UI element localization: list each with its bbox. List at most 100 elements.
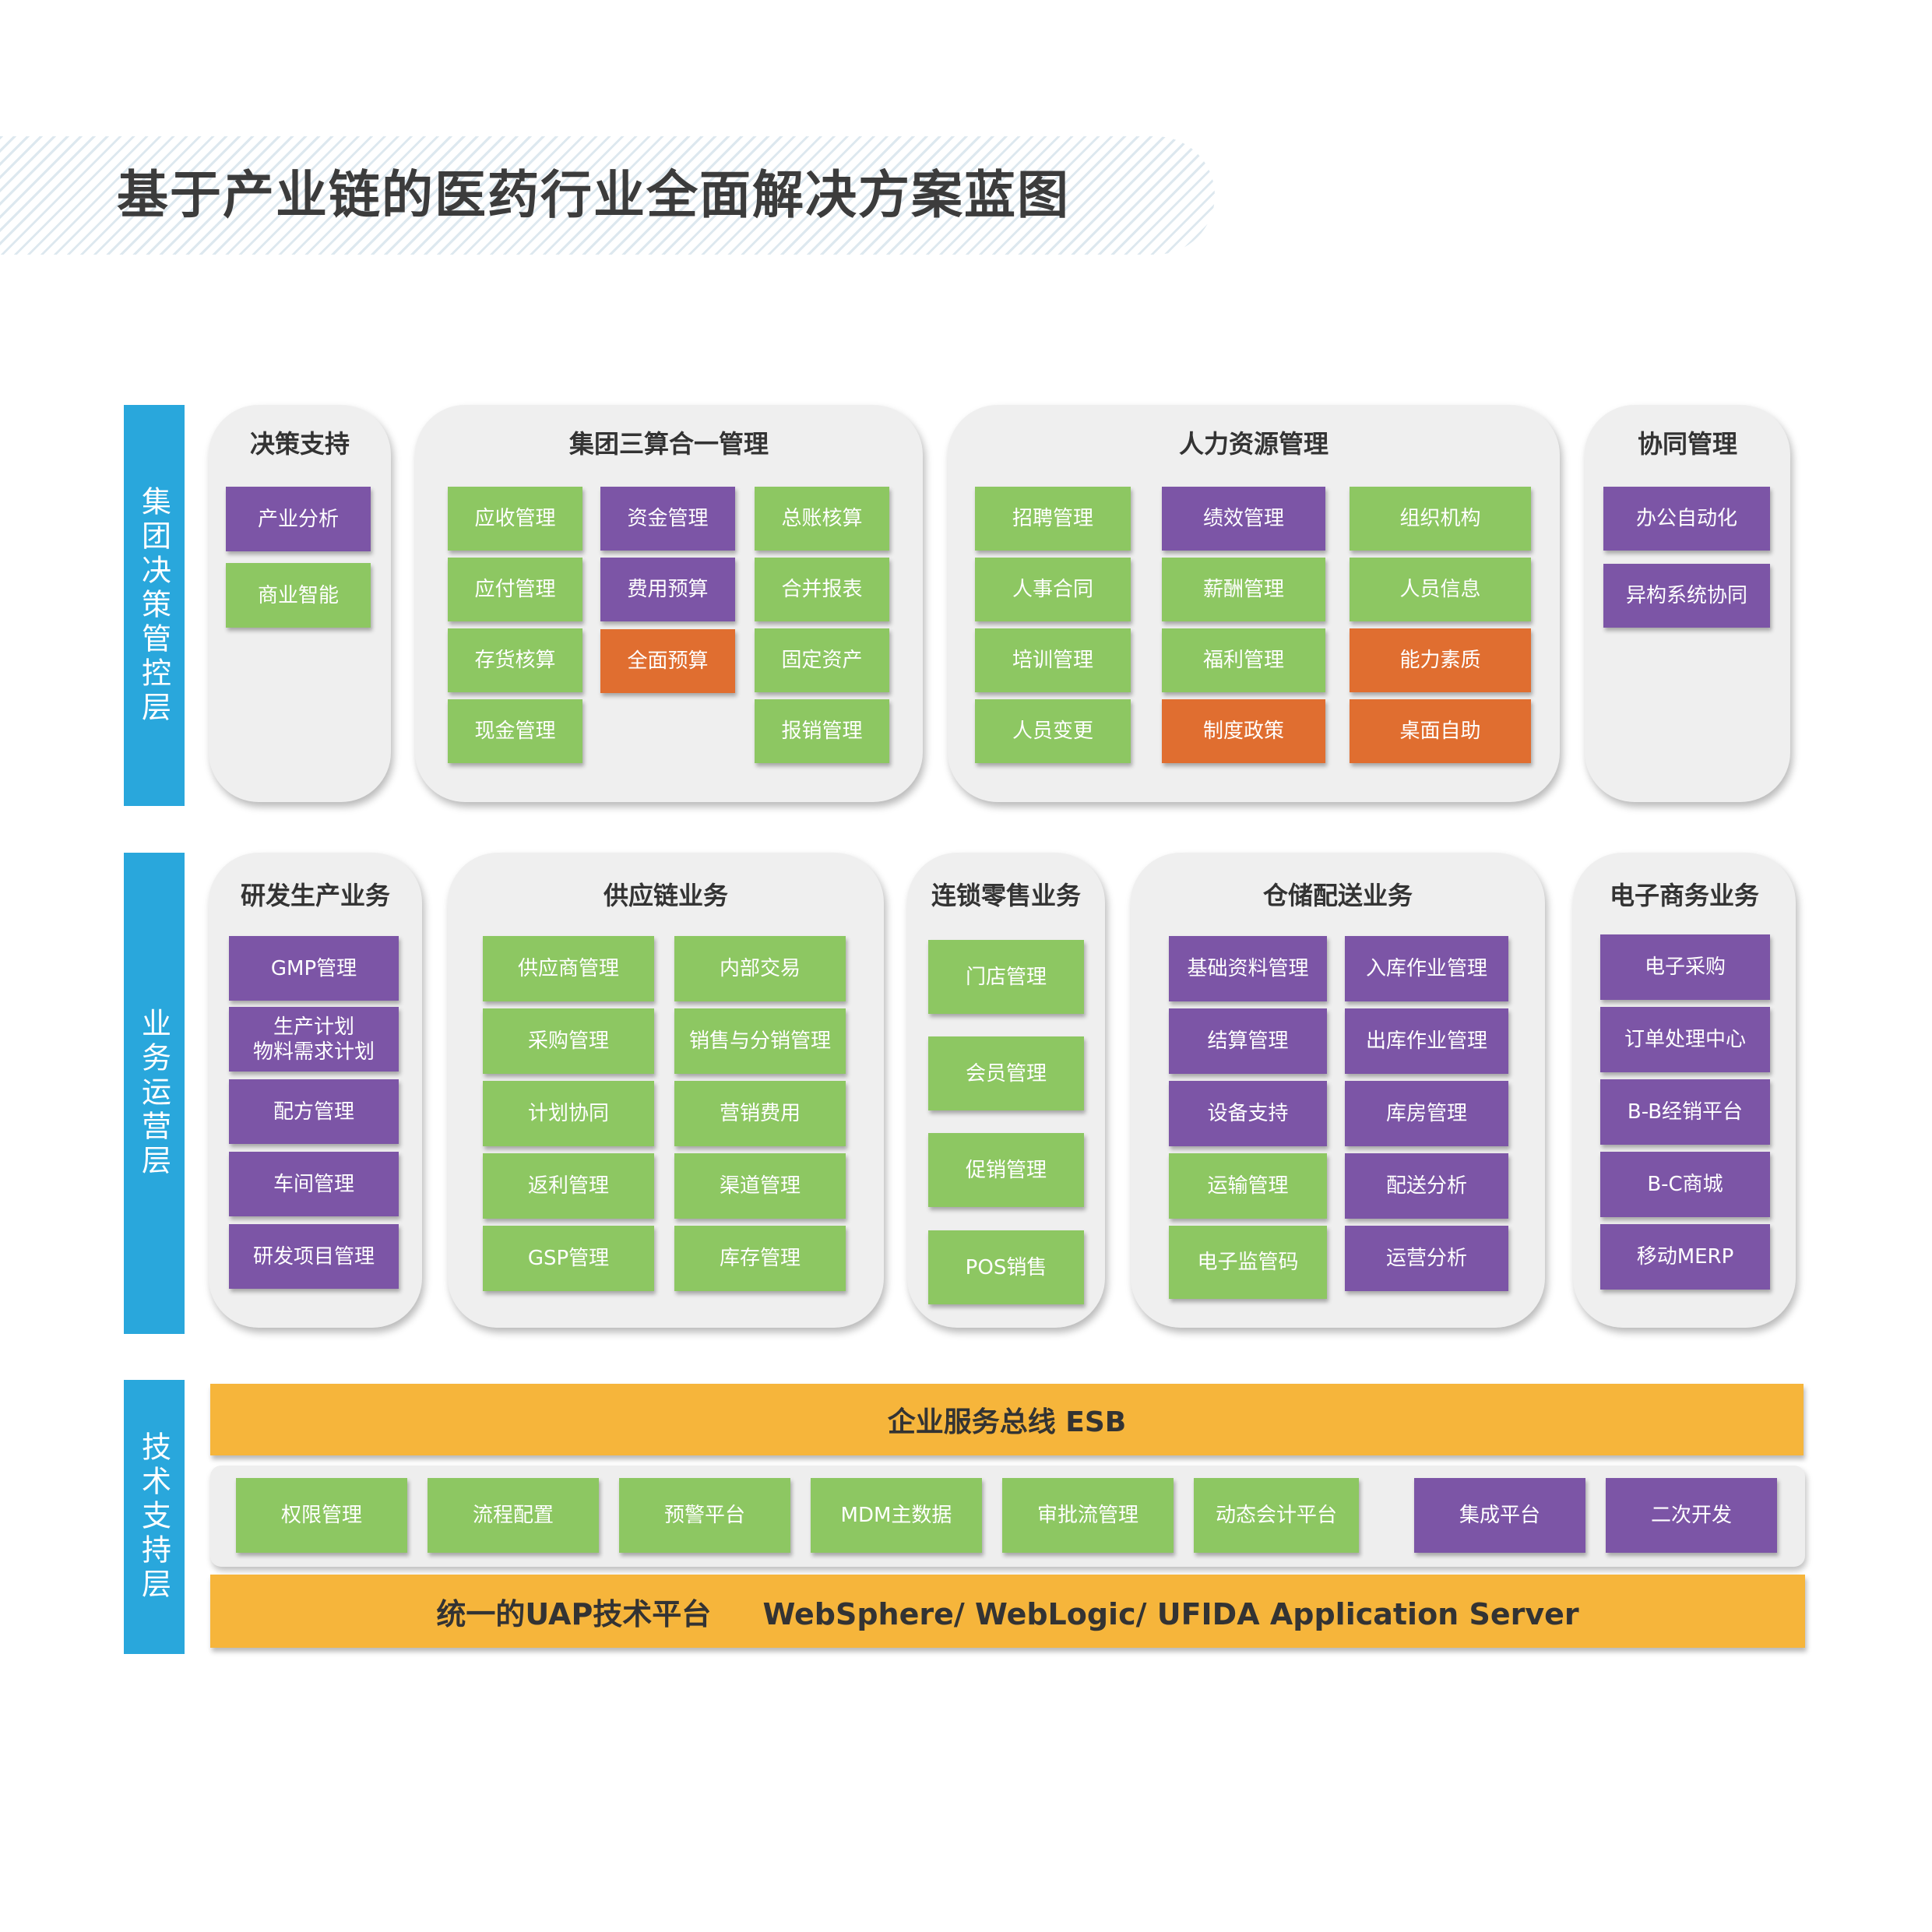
module-label: B-C商城 xyxy=(1647,1173,1723,1196)
module-box: 促销管理 xyxy=(928,1133,1084,1207)
module-label: 运营分析 xyxy=(1385,1247,1467,1270)
module-box: 配方管理 xyxy=(229,1079,399,1144)
module-label: 制度政策 xyxy=(1202,720,1284,743)
tech-tool-box: 集成平台 xyxy=(1414,1478,1585,1553)
module-label: 配方管理 xyxy=(273,1100,354,1124)
module-box: 供应商管理 xyxy=(483,936,654,1001)
module-label: 移动MERP xyxy=(1636,1245,1734,1269)
tech-tool-box: 流程配置 xyxy=(428,1478,599,1553)
module-box: 移动MERP xyxy=(1600,1224,1770,1290)
layer-label-tech: 技术支持层 xyxy=(136,1431,171,1603)
module-label: 合并报表 xyxy=(781,578,863,601)
module-label: 计划协同 xyxy=(527,1102,609,1125)
group-hr: 人力资源管理招聘管理绩效管理组织机构人事合同薪酬管理人员信息培训管理福利管理能力… xyxy=(948,405,1560,802)
module-label: 基础资料管理 xyxy=(1187,957,1309,980)
module-box: 配送分析 xyxy=(1345,1153,1508,1219)
module-box: 生产计划 物料需求计划 xyxy=(229,1007,399,1072)
module-box: 入库作业管理 xyxy=(1345,936,1508,1001)
page-title: 基于产业链的医药行业全面解决方案蓝图 xyxy=(117,165,1070,225)
module-box: 结算管理 xyxy=(1169,1008,1327,1074)
module-label: 研发项目管理 xyxy=(252,1244,375,1269)
module-label: 异构系统协同 xyxy=(1625,584,1747,607)
module-label: 生产计划 物料需求计划 xyxy=(252,1015,375,1064)
group-title: 电子商务业务 xyxy=(1609,881,1759,910)
module-label: 办公自动化 xyxy=(1635,507,1737,530)
module-label: 采购管理 xyxy=(527,1029,609,1053)
module-label: 促销管理 xyxy=(965,1158,1047,1182)
module-box: 人事合同 xyxy=(975,558,1131,621)
module-label: 内部交易 xyxy=(719,957,801,980)
module-box: 设备支持 xyxy=(1169,1081,1327,1146)
layer-label-decision: 集团决策管控层 xyxy=(136,485,171,726)
module-box: 人员信息 xyxy=(1350,558,1531,621)
module-box: GMP管理 xyxy=(229,936,399,1001)
module-box: 应收管理 xyxy=(448,487,582,551)
module-box: 培训管理 xyxy=(975,628,1131,692)
group-title: 连锁零售业务 xyxy=(931,881,1081,910)
module-box: 会员管理 xyxy=(928,1036,1084,1110)
esb-bus: 企业服务总线 ESB xyxy=(210,1384,1804,1455)
module-label: 总账核算 xyxy=(781,507,863,530)
module-box: 现金管理 xyxy=(448,699,582,763)
module-box: 组织机构 xyxy=(1350,487,1531,551)
module-label: 人事合同 xyxy=(1012,578,1093,601)
module-box: 销售与分销管理 xyxy=(674,1008,846,1074)
module-label: 全面预算 xyxy=(627,649,709,673)
tech-tool-label: 动态会计平台 xyxy=(1215,1504,1337,1527)
module-label: 返利管理 xyxy=(527,1174,609,1198)
module-box: 运营分析 xyxy=(1345,1226,1508,1291)
group-title: 人力资源管理 xyxy=(1178,429,1328,459)
group-title: 集团三算合一管理 xyxy=(568,429,769,459)
module-label: 结算管理 xyxy=(1207,1029,1289,1053)
module-label: 存货核算 xyxy=(474,649,556,672)
tech-tool-label: 流程配置 xyxy=(472,1504,554,1527)
group-warehouse: 仓储配送业务基础资料管理入库作业管理结算管理出库作业管理设备支持库房管理运输管理… xyxy=(1131,853,1545,1328)
module-box: 存货核算 xyxy=(448,628,582,692)
module-label: 电子采购 xyxy=(1644,955,1726,979)
group-title: 协同管理 xyxy=(1637,429,1737,459)
module-box: 计划协同 xyxy=(483,1081,654,1146)
module-box: 异构系统协同 xyxy=(1603,564,1770,628)
tech-tool-label: 二次开发 xyxy=(1650,1504,1732,1527)
module-label: POS销售 xyxy=(965,1255,1047,1279)
module-box: B-C商城 xyxy=(1600,1152,1770,1217)
module-box: POS销售 xyxy=(928,1230,1084,1304)
tech-tool-label: MDM主数据 xyxy=(840,1504,952,1527)
module-label: 费用预算 xyxy=(627,578,709,601)
module-box: 绩效管理 xyxy=(1162,487,1325,551)
module-label: 入库作业管理 xyxy=(1365,957,1487,980)
module-box: 门店管理 xyxy=(928,940,1084,1014)
group-title: 决策支持 xyxy=(249,429,350,459)
module-label: 门店管理 xyxy=(965,965,1047,989)
module-label: 订单处理中心 xyxy=(1624,1028,1746,1051)
module-box: 电子采购 xyxy=(1600,934,1770,1000)
module-label: 桌面自助 xyxy=(1399,720,1481,743)
module-box: B-B经销平台 xyxy=(1600,1079,1770,1145)
module-label: 会员管理 xyxy=(965,1061,1047,1086)
layer-bar-tech: 技术支持层 xyxy=(124,1380,185,1654)
module-label: 现金管理 xyxy=(474,720,556,743)
module-label: 库存管理 xyxy=(719,1247,801,1270)
module-box: 车间管理 xyxy=(229,1152,399,1216)
module-box: 采购管理 xyxy=(483,1008,654,1074)
tech-tool-box: 权限管理 xyxy=(236,1478,407,1553)
module-box: 内部交易 xyxy=(674,936,846,1001)
layer-bar-operations: 业务运营层 xyxy=(124,853,185,1334)
module-label: 运输管理 xyxy=(1207,1174,1289,1198)
module-label: 报销管理 xyxy=(781,720,863,743)
module-box: 总账核算 xyxy=(755,487,889,551)
module-label: 能力素质 xyxy=(1399,649,1481,672)
module-label: B-B经销平台 xyxy=(1627,1100,1744,1124)
module-label: 销售与分销管理 xyxy=(688,1029,831,1053)
module-label: GMP管理 xyxy=(270,956,357,980)
module-label: 商业智能 xyxy=(257,583,339,607)
module-label: 薪酬管理 xyxy=(1202,578,1284,601)
module-box: GSP管理 xyxy=(483,1226,654,1291)
group-ecommerce: 电子商务业务电子采购订单处理中心 B-B经销平台 B-C商城移动MERP xyxy=(1573,853,1796,1328)
module-box: 应付管理 xyxy=(448,558,582,621)
tech-tool-box: 预警平台 xyxy=(619,1478,790,1553)
group-collab: 协同管理办公自动化异构系统协同 xyxy=(1585,405,1790,802)
module-box: 办公自动化 xyxy=(1603,487,1770,551)
